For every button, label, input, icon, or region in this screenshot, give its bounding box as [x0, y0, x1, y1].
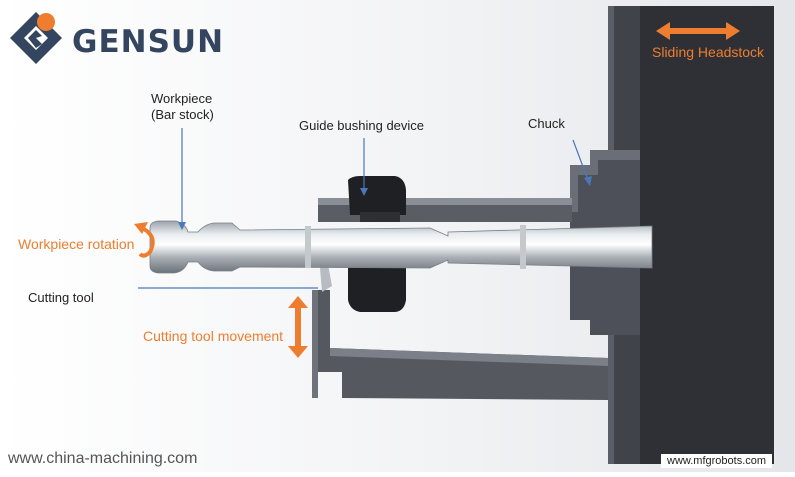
sliding-headstock [608, 6, 774, 464]
workpiece-bar [149, 220, 653, 274]
guide-bushing-pointer-arrowhead [360, 188, 368, 196]
footer-watermark: www.mfgrobots.com [661, 454, 773, 468]
headstock-movement-arrow-icon [656, 22, 740, 40]
rotation-arrow-icon [134, 222, 155, 258]
sliding-headstock-label: Sliding Headstock [652, 44, 765, 60]
pointer-lines [138, 128, 589, 289]
workpiece-pointer-arrowhead [178, 222, 186, 230]
footer-source-url: www.china-machining.com [8, 450, 198, 467]
chuck-pointer [572, 139, 589, 181]
workpiece-label: Workpiece [151, 91, 213, 106]
cutting-tool-tip [320, 264, 332, 292]
tool-movement-arrow-icon [288, 296, 308, 358]
guide-bushing-label: Guide bushing device [299, 118, 425, 133]
cutting-tool-label: Cutting tool [28, 290, 94, 305]
brand-name: GENSUN [72, 24, 225, 60]
chuck-label: Chuck [528, 116, 565, 131]
guide-bushing-device [348, 176, 406, 312]
workpiece-sublabel: (Bar stock) [151, 107, 214, 122]
cutting-tool-movement-label: Cutting tool movement [143, 328, 284, 344]
tool-holder [312, 290, 608, 400]
gensun-logo-icon [10, 12, 62, 64]
chuck-pointer-arrowhead [584, 176, 592, 186]
workpiece-rotation-label: Workpiece rotation [18, 236, 135, 252]
